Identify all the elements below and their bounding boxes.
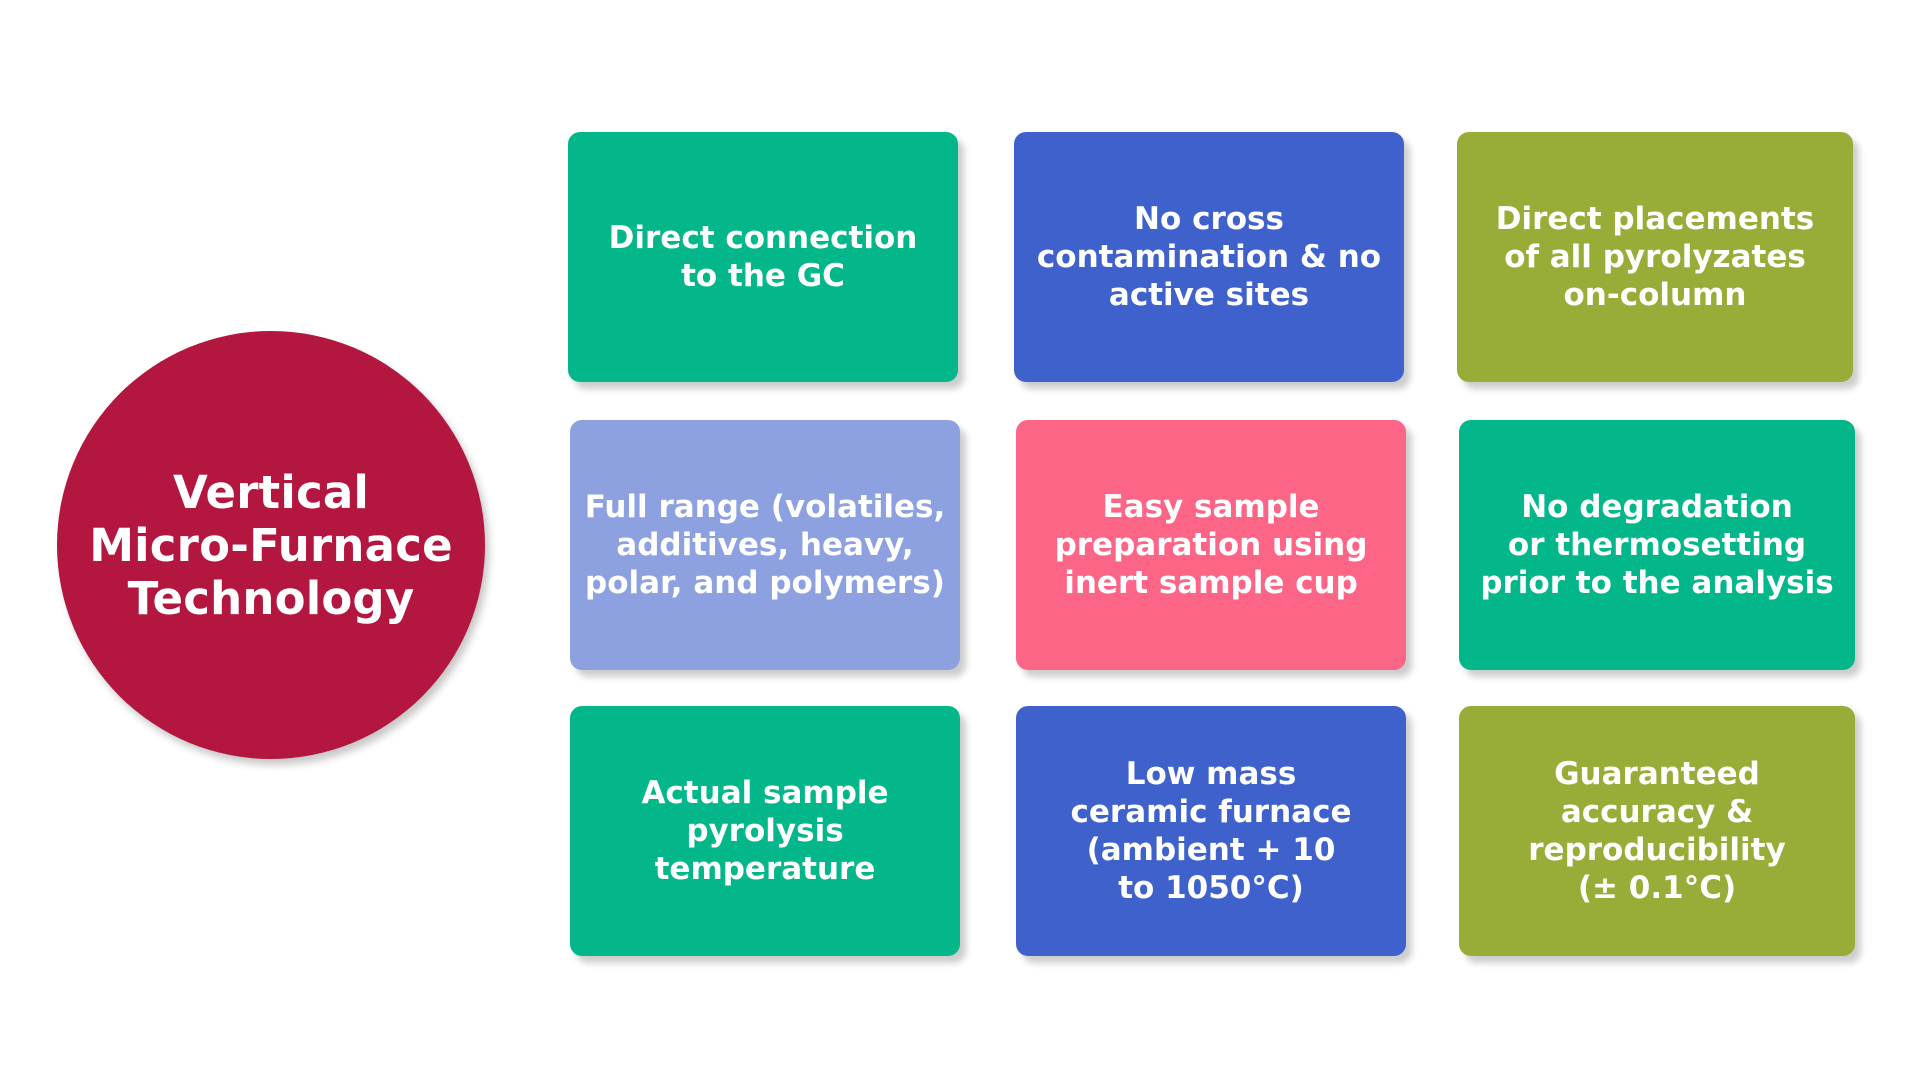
feature-card-actual-temperature: Actual sample pyrolysis temperature	[570, 706, 960, 956]
feature-card-text: Direct placements of all pyrolyzates on-…	[1495, 201, 1815, 313]
feature-card-text: Full range (volatiles, additives, heavy,…	[584, 489, 946, 601]
feature-card-text: No degradation or thermosetting prior to…	[1480, 489, 1834, 601]
feature-card-text: No cross contamination & no active sites	[1036, 201, 1382, 313]
hub-title: Vertical Micro-Furnace Technology	[89, 465, 453, 625]
feature-card-text: Direct connection to the GC	[608, 220, 918, 294]
feature-card-guaranteed-accuracy: Guaranteed accuracy & reproducibility (±…	[1459, 706, 1855, 956]
feature-card-no-degradation: No degradation or thermosetting prior to…	[1459, 420, 1855, 670]
feature-card-no-cross-contamination: No cross contamination & no active sites	[1014, 132, 1404, 382]
feature-card-low-mass-furnace: Low mass ceramic furnace (ambient + 10 t…	[1016, 706, 1406, 956]
feature-card-direct-placements: Direct placements of all pyrolyzates on-…	[1457, 132, 1853, 382]
feature-card-text: Actual sample pyrolysis temperature	[641, 775, 889, 887]
hub-circle: Vertical Micro-Furnace Technology	[57, 331, 485, 759]
feature-card-easy-sample-prep: Easy sample preparation using inert samp…	[1016, 420, 1406, 670]
feature-card-text: Guaranteed accuracy & reproducibility (±…	[1528, 756, 1786, 906]
feature-card-full-range: Full range (volatiles, additives, heavy,…	[570, 420, 960, 670]
feature-card-text: Easy sample preparation using inert samp…	[1054, 489, 1368, 601]
feature-card-direct-connection: Direct connection to the GC	[568, 132, 958, 382]
feature-card-text: Low mass ceramic furnace (ambient + 10 t…	[1070, 756, 1352, 906]
